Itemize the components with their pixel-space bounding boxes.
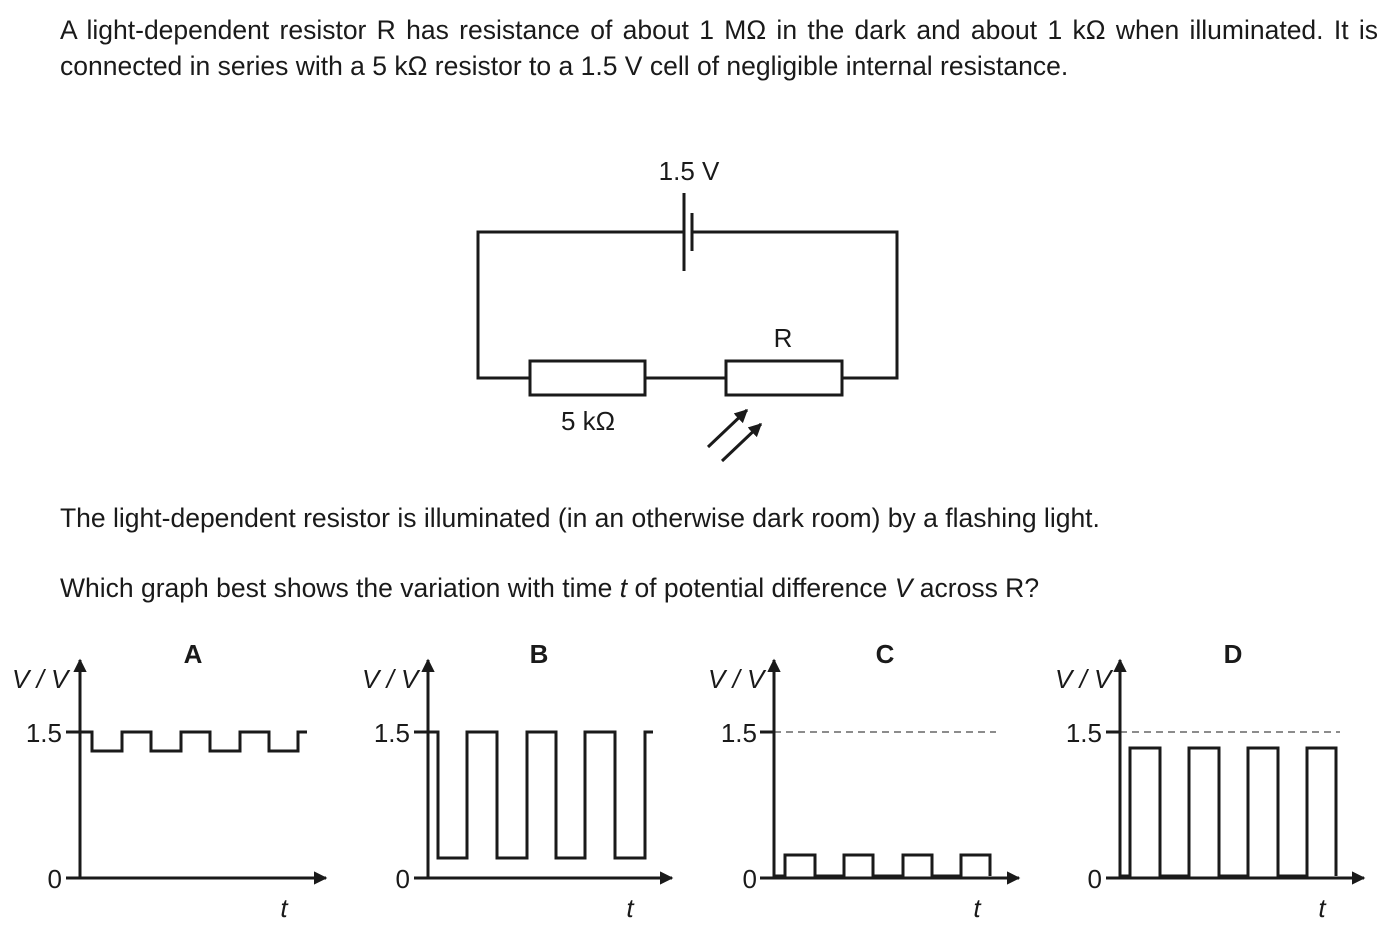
wire-left xyxy=(476,230,684,380)
signal-trace xyxy=(774,853,992,878)
prompt-var-t: t xyxy=(619,573,628,603)
circuit-diagram: 1.5 V 5 kΩ R xyxy=(476,156,899,463)
resistor-label: 5 kΩ xyxy=(561,406,615,436)
y-tick-label-high: 1.5 xyxy=(26,718,62,748)
ldr-label: R xyxy=(774,323,793,353)
x-axis-label: t xyxy=(626,893,635,923)
x-axis-label: t xyxy=(973,893,982,923)
light-arrow-2-icon xyxy=(720,422,763,463)
fixed-resistor-5k xyxy=(528,359,647,397)
y-axis-label: V / V xyxy=(708,664,767,694)
option-letter: D xyxy=(1224,639,1243,669)
signal-trace xyxy=(80,730,307,753)
y-tick-label-high: 1.5 xyxy=(721,718,757,748)
graph-option-b: B V / V 1.5 0 t xyxy=(362,639,674,923)
graph-option-a: A V / V 1.5 0 t xyxy=(12,639,328,923)
ldr-resistor-r xyxy=(724,359,844,397)
y-tick-label-high: 1.5 xyxy=(1066,718,1102,748)
prompt-part-2: of potential difference xyxy=(627,573,895,603)
y-tick-label-zero: 0 xyxy=(48,864,62,894)
option-letter: C xyxy=(876,639,895,669)
signal-trace xyxy=(1120,746,1338,878)
question-prompt: Which graph best shows the variation wit… xyxy=(60,570,1360,606)
x-axis-label: t xyxy=(280,893,289,923)
prompt-part-3: across R? xyxy=(912,573,1040,603)
y-tick-label-zero: 0 xyxy=(1088,864,1102,894)
cell-label: 1.5 V xyxy=(659,156,720,186)
y-axis-label: V / V xyxy=(12,664,71,694)
wire-right xyxy=(692,230,899,380)
option-letter: A xyxy=(184,639,203,669)
graph-option-c: C V / V 1.5 0 t xyxy=(708,639,1021,923)
prompt-var-v: V xyxy=(894,573,913,603)
y-tick-label-zero: 0 xyxy=(743,864,757,894)
y-tick-label-zero: 0 xyxy=(396,864,410,894)
x-axis-label: t xyxy=(1318,893,1327,923)
y-tick-label-high: 1.5 xyxy=(374,718,410,748)
flashing-light-text: The light-dependent resistor is illumina… xyxy=(60,503,1100,533)
graph-option-d: D V / V 1.5 0 t xyxy=(1055,639,1366,923)
question-intro: A light-dependent resistor R has resista… xyxy=(60,15,1378,81)
option-letter: B xyxy=(530,639,549,669)
light-arrow-1-icon xyxy=(706,408,749,449)
signal-trace xyxy=(428,730,653,860)
y-axis-label: V / V xyxy=(362,664,421,694)
prompt-part-1: Which graph best shows the variation wit… xyxy=(60,573,620,603)
y-axis-label: V / V xyxy=(1055,664,1114,694)
